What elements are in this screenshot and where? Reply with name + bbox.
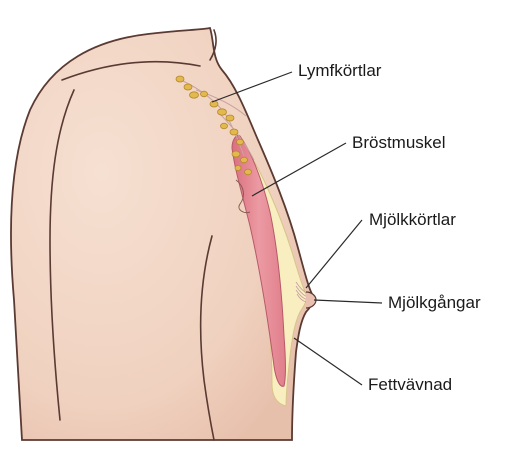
leader-line-ducts [314,300,382,303]
label-milk-ducts: Mjölkgångar [388,293,481,313]
label-lymph-nodes: Lymfkörtlar [298,61,381,81]
label-mammary-glands: Mjölkkörtlar [369,210,456,230]
leader-line-glands [306,220,362,288]
leader-line-fat [294,338,362,385]
label-pectoral-muscle: Bröstmuskel [352,133,446,153]
label-fatty-tissue: Fettvävnad [368,375,452,395]
